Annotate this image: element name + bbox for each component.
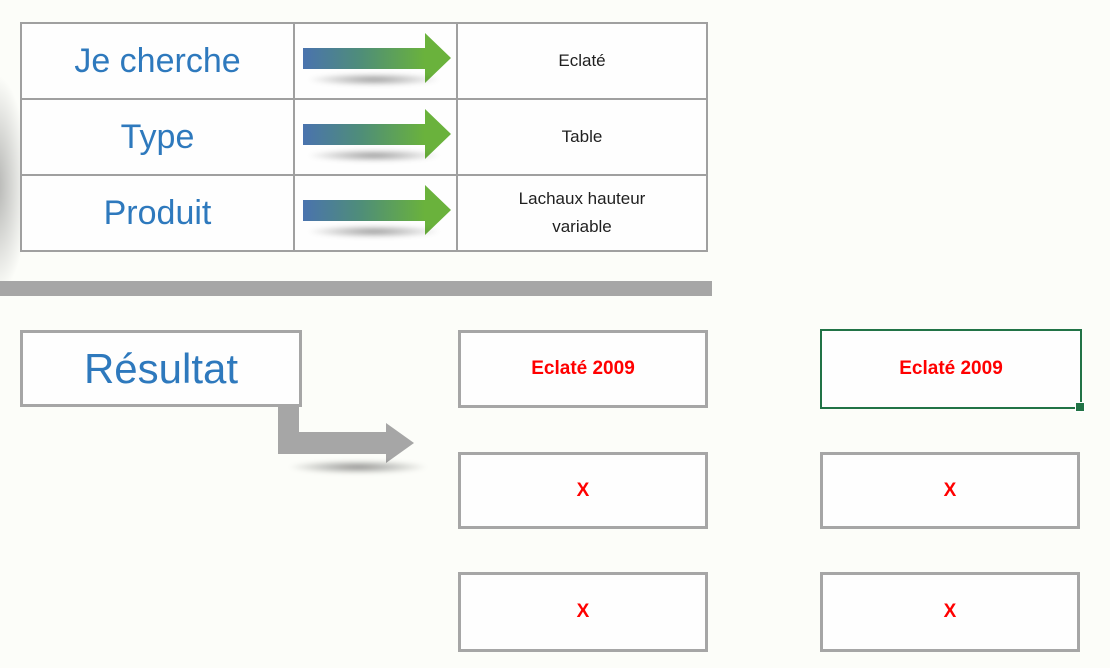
- criteria-value-cell[interactable]: Table: [458, 100, 706, 174]
- gradient-arrow-icon: [301, 109, 451, 165]
- result-section-title: Résultat: [20, 330, 302, 407]
- result-cell-right-title-selected[interactable]: Eclaté 2009: [820, 329, 1085, 412]
- result-cell-left-1[interactable]: X: [458, 452, 708, 529]
- criteria-value-text: Eclaté: [558, 50, 606, 70]
- elbow-arrow-icon: [278, 406, 438, 478]
- result-cell-left-2[interactable]: X: [458, 572, 708, 652]
- fill-handle-icon[interactable]: [1075, 402, 1085, 412]
- result-cell-left-title[interactable]: Eclaté 2009: [458, 330, 708, 408]
- gradient-arrow-icon: [301, 33, 451, 89]
- result-cell-right-1[interactable]: X: [820, 452, 1080, 529]
- table-row: Je cherche Eclaté: [22, 24, 706, 100]
- arrow-cell: [295, 100, 458, 174]
- section-separator: [0, 281, 712, 296]
- arrow-cell: [295, 176, 458, 250]
- selected-cell-text: Eclaté 2009: [899, 358, 1003, 379]
- table-row: Produit Lachaux hauteur variable: [22, 176, 706, 250]
- arrow-cell: [295, 24, 458, 98]
- search-criteria-table: Je cherche Eclaté Type: [20, 22, 708, 252]
- criteria-label-type: Type: [22, 100, 295, 174]
- table-row: Type Table: [22, 100, 706, 176]
- criteria-value-text: Lachaux hauteur variable: [518, 188, 646, 236]
- criteria-label-produit: Produit: [22, 176, 295, 250]
- gradient-arrow-icon: [301, 185, 451, 241]
- criteria-value-cell[interactable]: Eclaté: [458, 24, 706, 98]
- criteria-value-text: Table: [561, 126, 603, 146]
- criteria-label-je-cherche: Je cherche: [22, 24, 295, 98]
- criteria-value-cell[interactable]: Lachaux hauteur variable: [458, 176, 706, 250]
- result-cell-right-2[interactable]: X: [820, 572, 1080, 652]
